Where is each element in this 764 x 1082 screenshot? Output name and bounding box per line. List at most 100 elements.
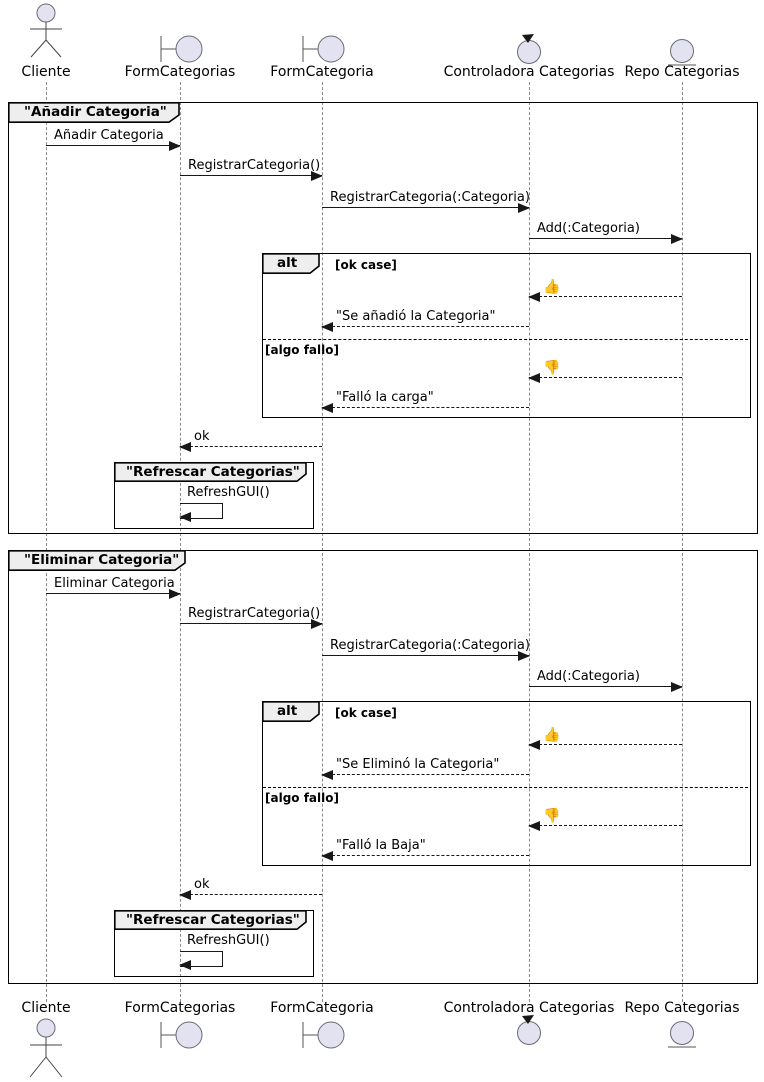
message-line	[322, 326, 529, 327]
message-line	[46, 145, 180, 146]
arrowhead-icon	[179, 441, 191, 452]
message-eliminar-categoria: Eliminar Categoria	[46, 575, 181, 599]
entity-icon	[668, 39, 696, 66]
message-label: "Se añadió la Categoria"	[336, 309, 496, 324]
participant-label-formcategoria-bottom: FormCategoria	[270, 1000, 374, 1016]
message-line	[529, 377, 682, 378]
lifeline-formcategoria	[321, 82, 323, 1002]
frame-title: "Añadir Categoria"	[24, 104, 167, 120]
message-label: ok	[194, 877, 210, 892]
group-title: "Refrescar Categorias"	[126, 464, 300, 480]
participant-label-repo: Repo Categorias	[624, 64, 740, 80]
message-line	[180, 175, 322, 176]
boundary-icon	[160, 1021, 203, 1049]
message-line	[529, 686, 682, 687]
message-label: "Falló la Baja"	[336, 838, 426, 853]
self-message-line	[180, 951, 223, 967]
participant-label-repo-bottom: Repo Categorias	[624, 1000, 740, 1016]
reply-ok: ok	[179, 428, 322, 452]
message-label: RefreshGUI()	[187, 933, 270, 948]
reply-ok-2: ok	[179, 876, 322, 900]
frame-title: "Eliminar Categoria"	[24, 552, 180, 568]
thumbs-up-icon: 👍	[543, 727, 561, 743]
guard-ok-case: [ok case]	[335, 258, 397, 272]
alt-frame-2	[262, 701, 751, 866]
alt-divider	[263, 339, 748, 340]
message-line	[180, 446, 322, 447]
actor-icon	[30, 3, 62, 58]
control-icon	[517, 1015, 541, 1045]
alt-keyword: alt	[277, 703, 298, 719]
message-label: RefreshGUI()	[187, 485, 270, 500]
thumbs-down-icon: 👎	[543, 808, 561, 824]
reply-thumbs-up: 👍	[528, 278, 682, 302]
message-line	[46, 593, 180, 594]
self-message-line	[180, 503, 223, 519]
message-label: Add(:Categoria)	[537, 221, 640, 236]
message-line	[529, 296, 682, 297]
message-label: RegistrarCategoria(:Categoria)	[330, 638, 530, 653]
arrowhead-icon	[179, 512, 191, 522]
participant-label-controladora: Controladora Categorias	[443, 64, 615, 80]
lifeline-repo	[681, 82, 683, 1002]
message-registrar-categoria-param: RegistrarCategoria(:Categoria)	[322, 189, 530, 213]
message-label: Añadir Categoria	[54, 128, 164, 143]
group-title: "Refrescar Categorias"	[126, 912, 300, 928]
arrowhead-icon	[311, 618, 323, 629]
alt-frame	[262, 253, 751, 418]
message-line	[529, 238, 682, 239]
reply-thumbs-down: 👎	[528, 359, 682, 383]
alt-divider-2	[263, 787, 748, 788]
arrowhead-icon	[528, 372, 540, 383]
participant-label-cliente: Cliente	[21, 64, 71, 80]
message-registrar-categoria-2: RegistrarCategoria()	[180, 605, 323, 629]
message-line	[529, 744, 682, 745]
arrowhead-icon	[321, 769, 333, 780]
reply-thumbs-up-2: 👍	[528, 726, 682, 750]
lifeline-controladora	[528, 82, 530, 1002]
group-refrescar-tab-2: "Refrescar Categorias"	[114, 910, 307, 930]
message-add-categoria-2: Add(:Categoria)	[529, 668, 683, 692]
arrowhead-icon	[321, 850, 333, 861]
arrowhead-icon	[169, 588, 181, 599]
message-registrar-categoria: RegistrarCategoria()	[180, 157, 323, 181]
arrowhead-icon	[528, 291, 540, 302]
arrowhead-icon	[518, 202, 530, 213]
message-label: "Se Eliminó la Categoria"	[336, 757, 500, 772]
participant-label-cliente-bottom: Cliente	[21, 1000, 71, 1016]
alt-keyword: alt	[277, 255, 298, 271]
reply-se-elimino: "Se Eliminó la Categoria"	[321, 756, 529, 780]
arrowhead-icon	[528, 820, 540, 831]
message-line	[322, 855, 529, 856]
frame-tab-eliminar: "Eliminar Categoria"	[8, 550, 186, 571]
guard-ok-case-2: [ok case]	[335, 706, 397, 720]
arrowhead-icon	[179, 889, 191, 900]
message-line	[322, 407, 529, 408]
frame-tab-anadir: "Añadir Categoria"	[8, 102, 180, 123]
arrowhead-icon	[671, 233, 683, 244]
message-anadir-categoria: Añadir Categoria	[46, 127, 181, 151]
message-label: Eliminar Categoria	[54, 576, 175, 591]
message-add-categoria: Add(:Categoria)	[529, 220, 683, 244]
boundary-icon	[160, 35, 203, 63]
reply-se-anadio: "Se añadió la Categoria"	[321, 308, 529, 332]
reply-fallo-baja: "Falló la Baja"	[321, 837, 529, 861]
frame-anadir-categoria	[8, 102, 758, 534]
participant-label-formcategorias-bottom: FormCategorias	[124, 1000, 236, 1016]
arrowhead-icon	[169, 140, 181, 151]
actor-icon	[29, 1018, 63, 1078]
arrowhead-icon	[179, 960, 191, 970]
lifeline-cliente	[45, 82, 47, 1002]
arrowhead-icon	[518, 650, 530, 661]
reply-thumbs-down-2: 👎	[528, 807, 682, 831]
reply-fallo-carga: "Falló la carga"	[321, 389, 529, 413]
participant-label-formcategoria: FormCategoria	[270, 64, 374, 80]
arrowhead-icon	[321, 321, 333, 332]
arrowhead-icon	[671, 681, 683, 692]
message-label: RegistrarCategoria()	[188, 158, 321, 173]
alt-tab-2: alt	[262, 701, 320, 722]
arrowhead-icon	[528, 739, 540, 750]
message-line	[322, 774, 529, 775]
thumbs-down-icon: 👎	[543, 360, 561, 376]
